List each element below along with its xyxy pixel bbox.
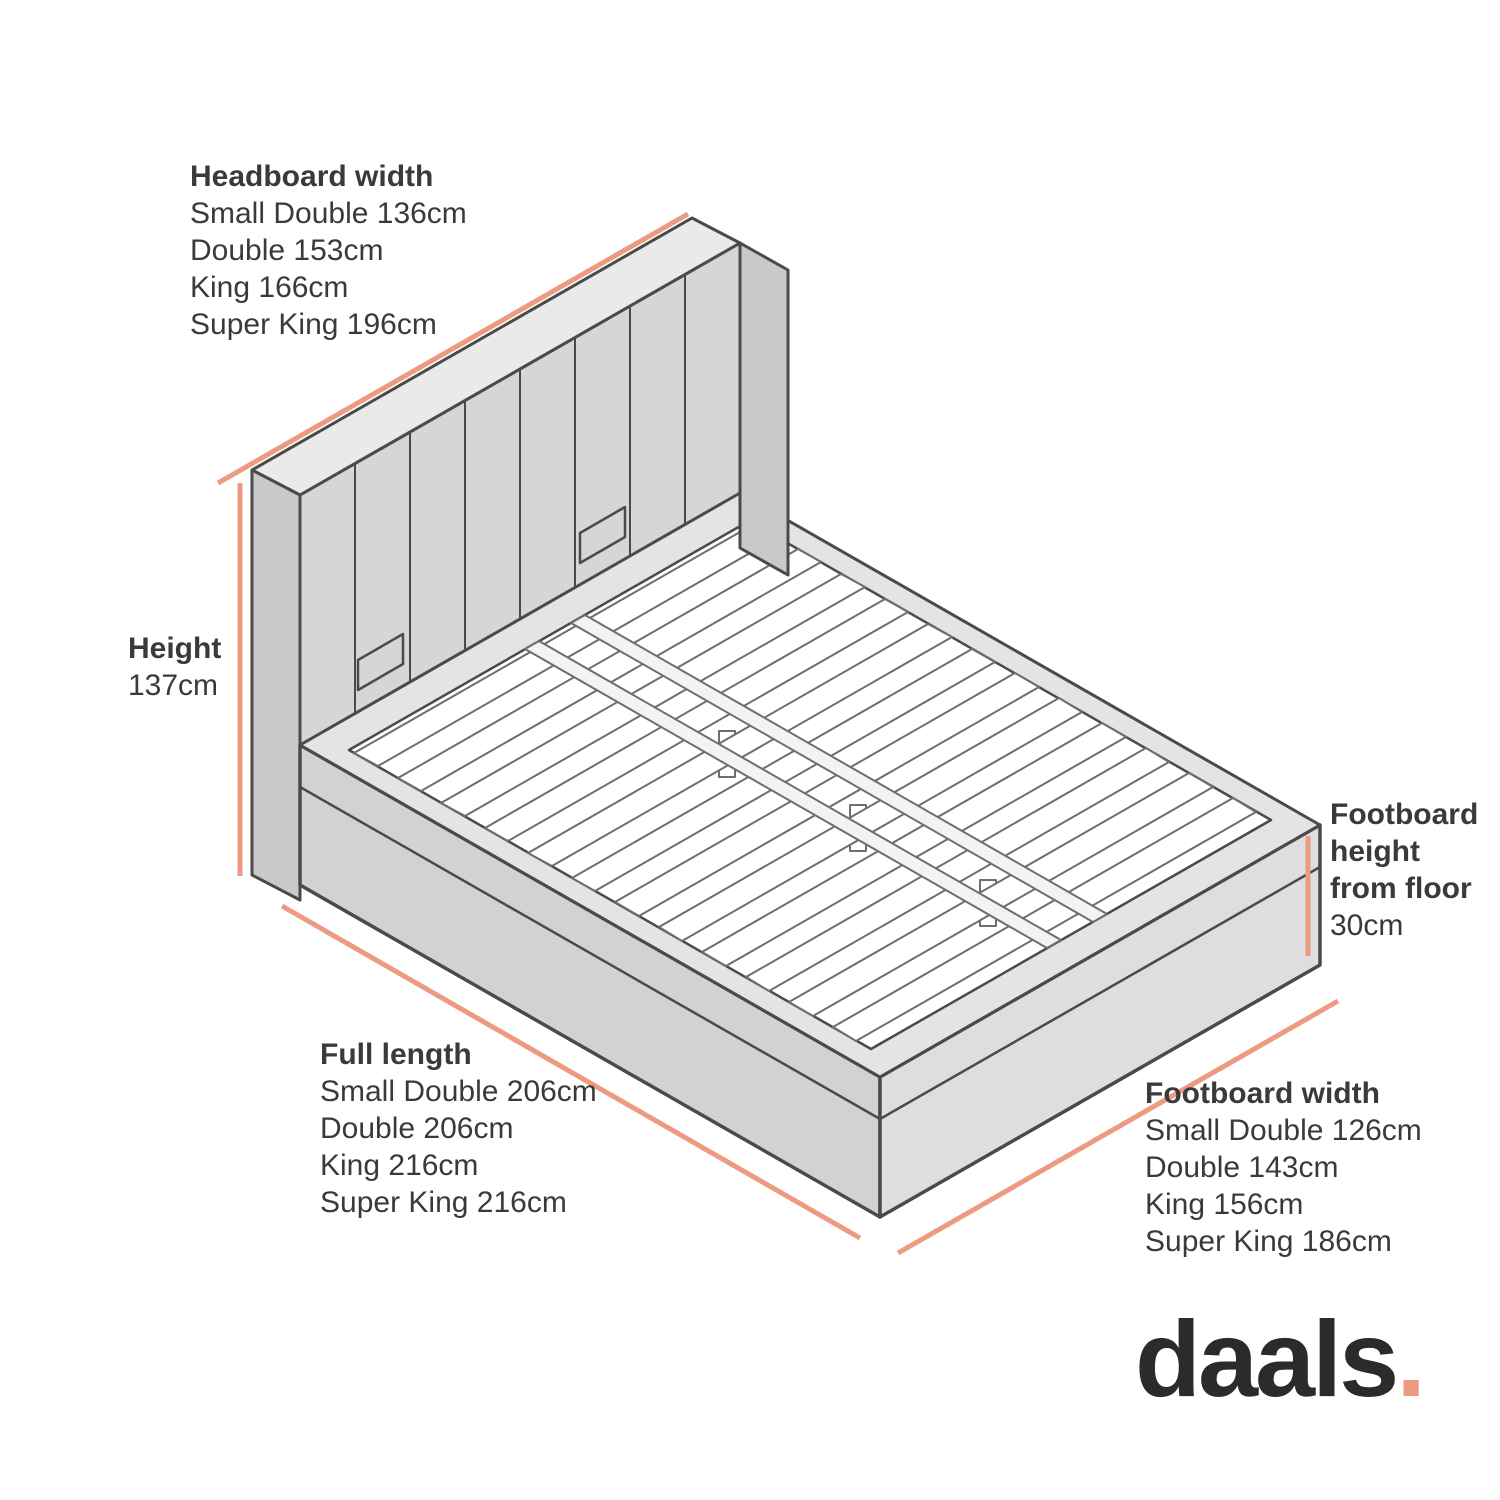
bed-slats [353, 523, 1257, 1042]
full-length-dim-line [280, 903, 862, 1241]
slat [701, 722, 1127, 967]
headboard-left-post [250, 468, 302, 902]
slat [440, 573, 866, 817]
dimension-lines [216, 211, 1340, 1256]
footboard-height-value: 30cm [1330, 909, 1404, 942]
slat [745, 747, 1170, 992]
height-value: 137cm [128, 669, 219, 702]
slat [614, 672, 1040, 917]
centre-rail [570, 614, 1108, 923]
slat [832, 797, 1257, 1042]
footboard-width-label: Footboard width Small Double 126cm Doubl… [1145, 1075, 1422, 1260]
footboard-height-title: Footboard height from floor [1330, 798, 1479, 905]
slat [397, 548, 822, 792]
size-row: King 166cm [190, 271, 349, 304]
headboard-channel-stitching [354, 275, 686, 714]
size-row: Super King 186cm [1145, 1225, 1392, 1258]
brand-logo: daals. [1135, 1298, 1426, 1419]
headboard-hinge-notch [356, 632, 405, 692]
size-row: Super King 196cm [190, 308, 437, 341]
height-label: Height 137cm [128, 630, 221, 704]
full-length-label: Full length Small Double 206cm Double 20… [320, 1036, 597, 1221]
brand-name: daals [1135, 1298, 1399, 1419]
size-row: Double 153cm [190, 234, 384, 267]
full-length-title: Full length [320, 1038, 472, 1071]
size-row: King 216cm [320, 1149, 479, 1182]
height-title: Height [128, 632, 222, 665]
size-row: Double 206cm [320, 1112, 514, 1145]
slat [571, 648, 996, 892]
size-row: Small Double 206cm [320, 1075, 597, 1108]
slat [788, 772, 1214, 1017]
footboard-width-dim-line [896, 998, 1340, 1256]
headboard-hinge-notch [578, 505, 627, 565]
headboard-right-post [738, 241, 790, 577]
footboard-height-label: Footboard height from floor 30cm [1330, 796, 1488, 944]
slat [527, 623, 953, 867]
footboard-width-title: Footboard width [1145, 1077, 1380, 1110]
ottoman-lid-seam [299, 785, 1321, 1121]
size-row: Double 143cm [1145, 1151, 1339, 1184]
headboard-width-label: Headboard width Small Double 136cm Doubl… [190, 158, 467, 343]
size-row: Super King 216cm [320, 1186, 567, 1219]
brand-dot: . [1396, 1298, 1426, 1419]
centre-rail [524, 640, 1062, 949]
slat [658, 697, 1083, 942]
size-row: King 156cm [1145, 1188, 1304, 1221]
centre-rails [524, 614, 1108, 949]
headboard-width-dim-line [216, 211, 690, 486]
headboard-width-title: Headboard width [190, 160, 434, 193]
size-row: Small Double 126cm [1145, 1114, 1422, 1147]
size-row: Small Double 136cm [190, 197, 467, 230]
slat [484, 598, 909, 842]
